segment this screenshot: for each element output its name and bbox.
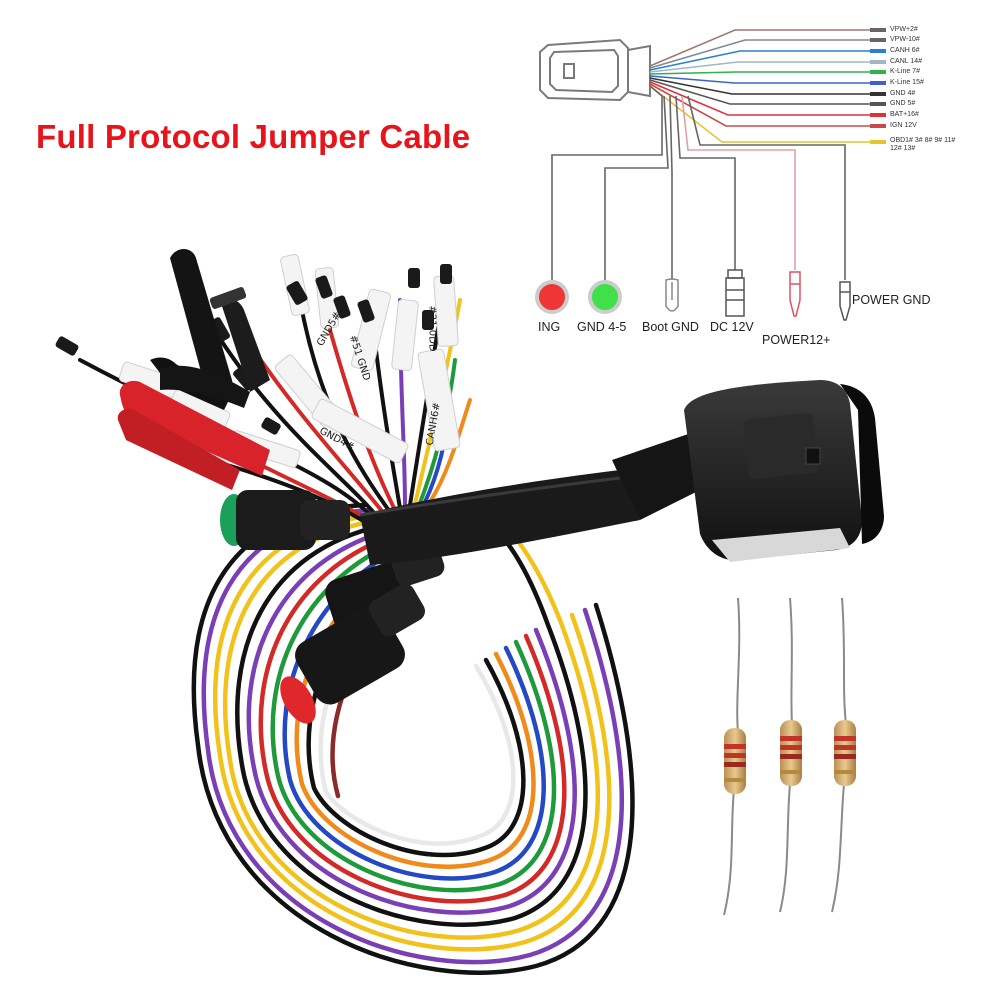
pin-label-vpw-plus: VPW+2#	[890, 26, 918, 33]
gnd-port-icon	[588, 280, 622, 314]
port-label-power12: POWER12+	[762, 333, 831, 347]
dc-12v-plug-icon	[725, 269, 745, 317]
diagram-obd-plug	[539, 38, 651, 102]
pin-label-kline-7: K-Line 7#	[890, 68, 920, 75]
wiring-diagram	[535, 28, 886, 321]
black-alligator-clip	[160, 365, 250, 408]
dc-barrel-plug	[170, 249, 270, 398]
green-round-connector	[220, 490, 350, 550]
resistor-1	[723, 597, 746, 916]
pin-label-canl: CANL 14#	[890, 58, 923, 65]
obd-connector	[612, 380, 884, 562]
port-label-power-gnd: POWER GND	[852, 293, 931, 307]
pin-label-canh: CANH 6#	[890, 47, 920, 54]
cable-tag-odd: #21 0DD	[426, 305, 438, 352]
pin-label-bat: BAT+16#	[890, 111, 919, 118]
power-gnd-plug-icon	[839, 281, 851, 321]
resistor-2	[779, 597, 802, 913]
diagram-wires	[551, 29, 885, 280]
diagram-pin-markers	[870, 28, 886, 144]
port-label-ing: ING	[538, 320, 561, 334]
page-title: Full Protocol Jumper Cable	[36, 118, 471, 155]
resistor-3	[831, 597, 856, 913]
ing-port-icon	[535, 280, 569, 314]
power12-plug-icon	[789, 271, 801, 317]
main-bundle	[359, 470, 640, 565]
boot-gnd-clip-icon	[665, 278, 679, 312]
pin-label-kline-15: K-Line 15#	[890, 79, 924, 86]
port-label-dc-12v: DC 12V	[710, 320, 754, 334]
port-label-boot-gnd: Boot GND	[642, 320, 699, 334]
red-round-connector	[280, 583, 425, 724]
resistors	[723, 597, 856, 916]
pin-label-gnd-4: GND 4#	[890, 90, 916, 97]
pin-label-obd: OBD1# 3# 8# 9# 11# 12# 13#	[890, 137, 956, 152]
diagram-ports	[535, 269, 851, 321]
pin-label-gnd-5: GND 5#	[890, 100, 916, 107]
pin-label-ign: IGN 12V	[890, 122, 917, 129]
pin-label-vpw-minus: VPW-10#	[890, 36, 920, 43]
port-label-gnd: GND 4-5	[577, 320, 627, 334]
